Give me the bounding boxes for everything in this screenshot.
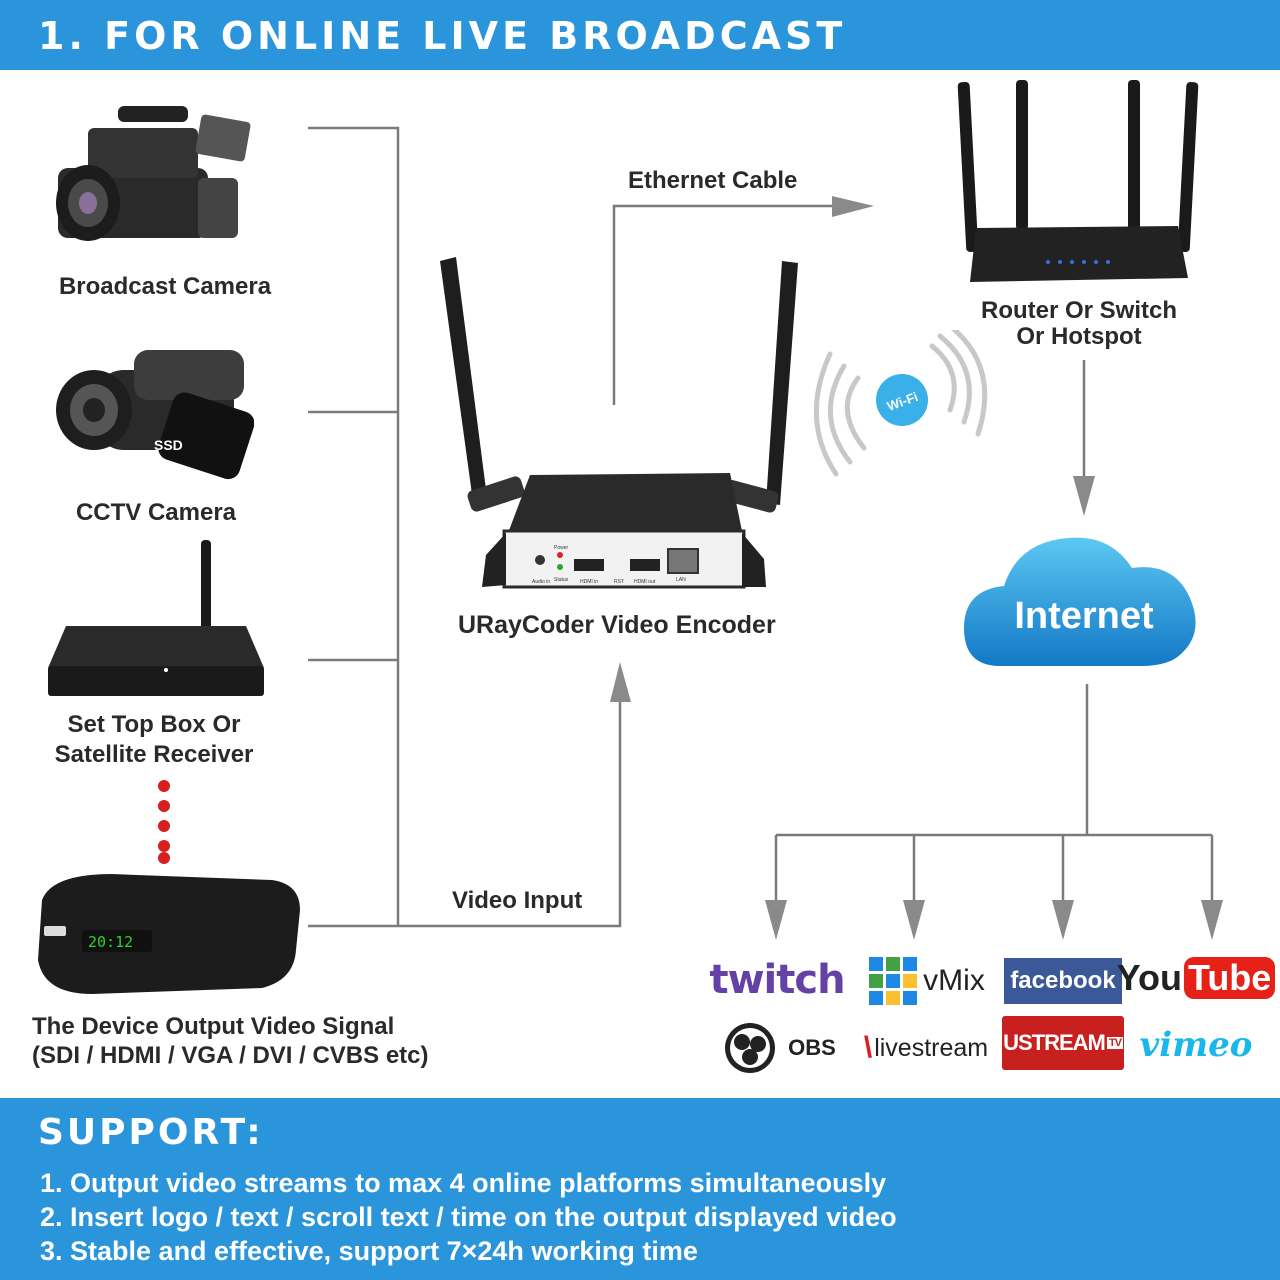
internet-arrow: [1073, 476, 1095, 516]
cctv-camera-label: CCTV Camera: [75, 499, 237, 526]
obs-logo: OBS: [720, 1020, 840, 1076]
vmix-text: vMix: [923, 964, 985, 997]
internet-cloud-icon: Internet: [964, 537, 1196, 666]
twitch-logo: twitch: [709, 957, 845, 1003]
video-input-arrow: [610, 662, 631, 702]
encoder-port-label: HDMI out: [634, 579, 656, 585]
cctv-camera-icon: SSD: [56, 350, 254, 480]
ustream-text: USTREAM: [1003, 1030, 1106, 1055]
ustream-tv-text: TV: [1106, 1037, 1123, 1049]
facebook-logo: facebook: [1004, 958, 1122, 1004]
encoder-port-label: Status: [554, 577, 569, 583]
set-top-box-label: Set Top Box Or Satellite Receiver: [44, 710, 264, 770]
router-label-line2: Or Hotspot: [1016, 323, 1142, 350]
video-input-label: Video Input: [452, 887, 583, 914]
header-banner: 1. FOR ONLINE LIVE BROADCAST: [0, 0, 1280, 70]
support-item-3: 3. Stable and effective, support 7×24h w…: [40, 1236, 698, 1266]
device-label: The Device Output Video Signal (SDI / HD…: [32, 1012, 429, 1070]
right-antenna: [766, 261, 798, 505]
wifi-icon: Wi-Fi: [814, 330, 988, 477]
encoder-port-label: HDMI in: [580, 579, 598, 585]
support-item-2: 2. Insert logo / text / scroll text / ti…: [40, 1202, 897, 1232]
router-label: Router Or Switch Or Hotspot: [962, 298, 1196, 350]
ethernet-arrow: [832, 196, 874, 217]
internet-label: Internet: [1014, 595, 1154, 637]
support-banner: SUPPORT: 1. Output video streams to max …: [0, 1098, 1280, 1280]
router-label-line1: Router Or Switch: [980, 297, 1178, 324]
encoder-port-label: Power: [554, 545, 569, 551]
output-device-icon: 20:12: [38, 874, 300, 994]
broadcast-camera-label: Broadcast Camera: [58, 273, 272, 300]
set-top-box-label-line2: Satellite Receiver: [54, 741, 254, 768]
vimeo-logo: vimeo: [1139, 1025, 1253, 1065]
page-title: 1. FOR ONLINE LIVE BROADCAST: [38, 14, 847, 58]
livestream-logo: \ livestream: [856, 1024, 996, 1072]
youtube-you-text: You: [1116, 957, 1182, 998]
left-antenna: [440, 257, 488, 509]
router-icon: [957, 80, 1199, 282]
support-title: SUPPORT:: [38, 1112, 264, 1153]
device-label-line1: The Device Output Video Signal: [32, 1013, 395, 1040]
support-item-1: 1. Output video streams to max 4 online …: [40, 1168, 887, 1198]
obs-text: OBS: [788, 1035, 836, 1060]
svg-text:SSD: SSD: [154, 437, 183, 453]
encoder-label: URayCoder Video Encoder: [458, 611, 776, 639]
broadcast-camera-icon: [56, 106, 251, 241]
vmix-logo: vMix: [862, 956, 992, 1006]
youtube-tube-text: Tube: [1184, 957, 1276, 999]
continuation-dots: [158, 780, 170, 864]
obs-icon: [725, 1023, 776, 1073]
encoder-port-label: Audio in: [532, 579, 550, 585]
bus-line: [308, 126, 400, 926]
ethernet-cable-label: Ethernet Cable: [628, 167, 798, 194]
youtube-logo: You Tube: [1117, 950, 1276, 1006]
device-label-line2: (SDI / HDMI / VGA / DVI / CVBS etc): [32, 1042, 429, 1069]
livestream-mark-icon: \: [863, 1031, 873, 1064]
encoder-port-label: RST: [614, 579, 624, 585]
set-top-box-label-line1: Set Top Box Or: [67, 711, 241, 738]
vmix-grid-icon: [869, 957, 918, 1005]
set-top-box-icon: [48, 540, 264, 696]
ustream-logo: USTREAM TV: [1002, 1016, 1124, 1070]
livestream-text: livestream: [874, 1033, 989, 1062]
encoder-port-label: LAN: [676, 577, 686, 583]
device-display: 20:12: [88, 933, 133, 951]
